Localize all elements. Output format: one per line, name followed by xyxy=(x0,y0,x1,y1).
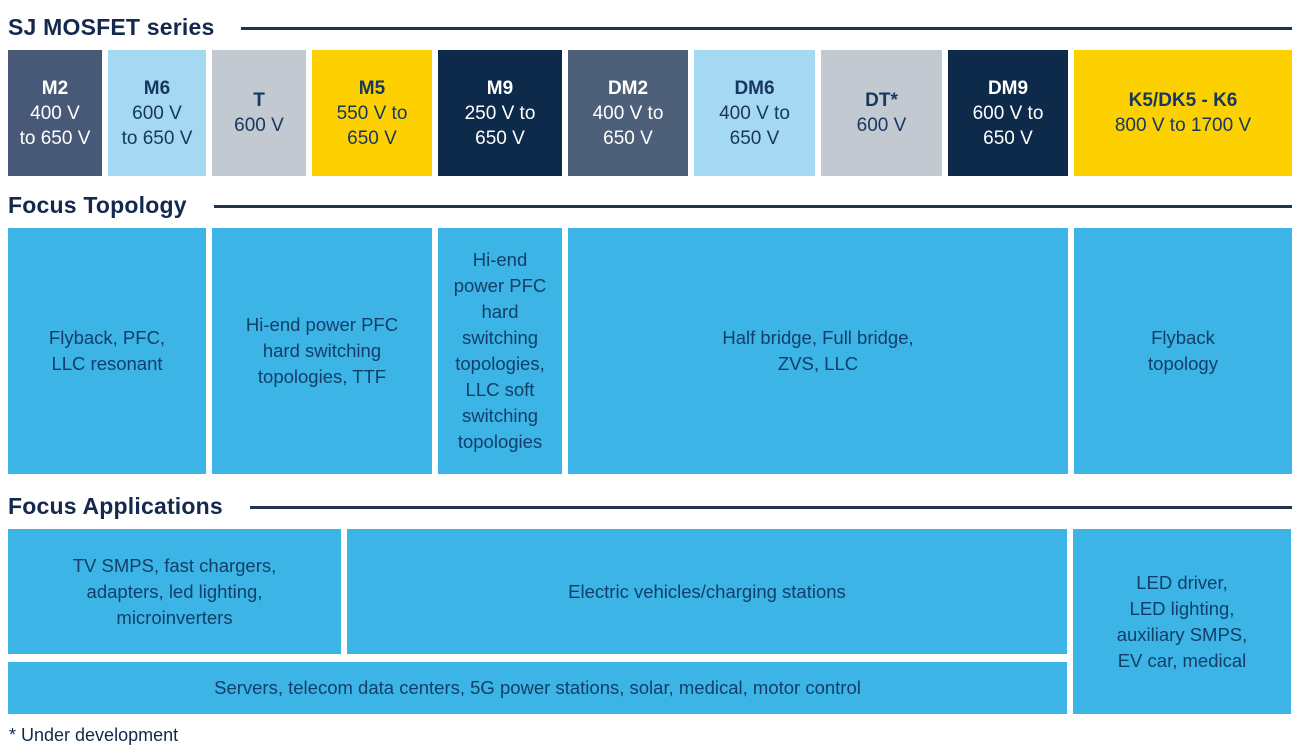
series-name: DM2 xyxy=(607,77,649,99)
series-voltage: 600 V xyxy=(234,115,284,136)
topology-section-title: Focus Topology xyxy=(8,192,187,218)
series-voltage: 250 V to 650 V xyxy=(464,102,536,149)
series-name: DM9 xyxy=(987,77,1029,99)
series-name: K5/DK5 - K6 xyxy=(1128,90,1238,111)
series-row: M2 400 V to 650 V M6 600 V to 650 V T 60… xyxy=(8,50,1292,176)
series-box-m5: M5 550 V to 650 V xyxy=(312,50,432,176)
series-voltage: 800 V to 1700 V xyxy=(1114,115,1252,136)
application-box-led-medical: LED driver, LED lighting, auxiliary SMPS… xyxy=(1073,529,1291,714)
section-divider-line xyxy=(249,506,1292,509)
series-voltage: 400 V to 650 V xyxy=(19,102,91,149)
topology-box-flyback-topology: Flyback topology xyxy=(1074,228,1292,474)
series-name: M5 xyxy=(358,77,386,99)
series-box-dm2: DM2 400 V to 650 V xyxy=(568,50,688,176)
series-voltage: 600 V to 650 V xyxy=(972,102,1044,149)
topology-row: Flyback, PFC, LLC resonant Hi-end power … xyxy=(8,228,1292,474)
series-box-k5-dk5-k6: K5/DK5 - K6 800 V to 1700 V xyxy=(1074,50,1292,176)
footnote-under-development: * Under development xyxy=(9,725,179,745)
topology-box-bridge-zvs-llc: Half bridge, Full bridge, ZVS, LLC xyxy=(568,228,1068,474)
application-box-ev-charging: Electric vehicles/charging stations xyxy=(347,529,1067,654)
topology-box-flyback-pfc-llc: Flyback, PFC, LLC resonant xyxy=(8,228,206,474)
series-name: DT* xyxy=(865,90,898,111)
series-voltage: 550 V to 650 V xyxy=(336,102,408,149)
series-name: M6 xyxy=(143,77,171,99)
application-box-servers-telecom: Servers, telecom data centers, 5G power … xyxy=(8,662,1067,714)
series-box-t: T 600 V xyxy=(212,50,306,176)
series-voltage: 400 V to 650 V xyxy=(592,102,664,149)
series-box-dm9: DM9 600 V to 650 V xyxy=(948,50,1068,176)
topology-box-hiend-pfc-ttf: Hi-end power PFC hard switching topologi… xyxy=(212,228,432,474)
application-box-consumer: TV SMPS, fast chargers, adapters, led li… xyxy=(8,529,341,654)
series-box-m6: M6 600 V to 650 V xyxy=(108,50,206,176)
series-voltage: 400 V to 650 V xyxy=(719,102,790,149)
applications-section-title: Focus Applications xyxy=(8,493,223,519)
series-box-dm6: DM6 400 V to 650 V xyxy=(694,50,815,176)
topology-box-hiend-pfc-llc-soft: Hi-end power PFC hard switching topologi… xyxy=(438,228,562,474)
series-name: M2 xyxy=(41,77,69,99)
series-voltage: 600 V xyxy=(856,115,907,136)
applications-section-header: Focus Applications xyxy=(8,492,1292,521)
series-section-title: SJ MOSFET series xyxy=(8,14,215,40)
section-divider-line xyxy=(241,27,1292,30)
series-box-m9: M9 250 V to 650 V xyxy=(438,50,562,176)
series-name: M9 xyxy=(486,77,514,99)
topology-section-header: Focus Topology xyxy=(8,191,1292,220)
series-voltage: 600 V to 650 V xyxy=(121,102,193,149)
series-section-header: SJ MOSFET series xyxy=(8,13,1292,42)
series-box-dt: DT* 600 V xyxy=(821,50,942,176)
series-name: T xyxy=(253,90,265,111)
series-box-m2: M2 400 V to 650 V xyxy=(8,50,102,176)
applications-grid: TV SMPS, fast chargers, adapters, led li… xyxy=(8,529,1292,714)
series-name: DM6 xyxy=(734,77,775,99)
section-divider-line xyxy=(213,205,1292,208)
